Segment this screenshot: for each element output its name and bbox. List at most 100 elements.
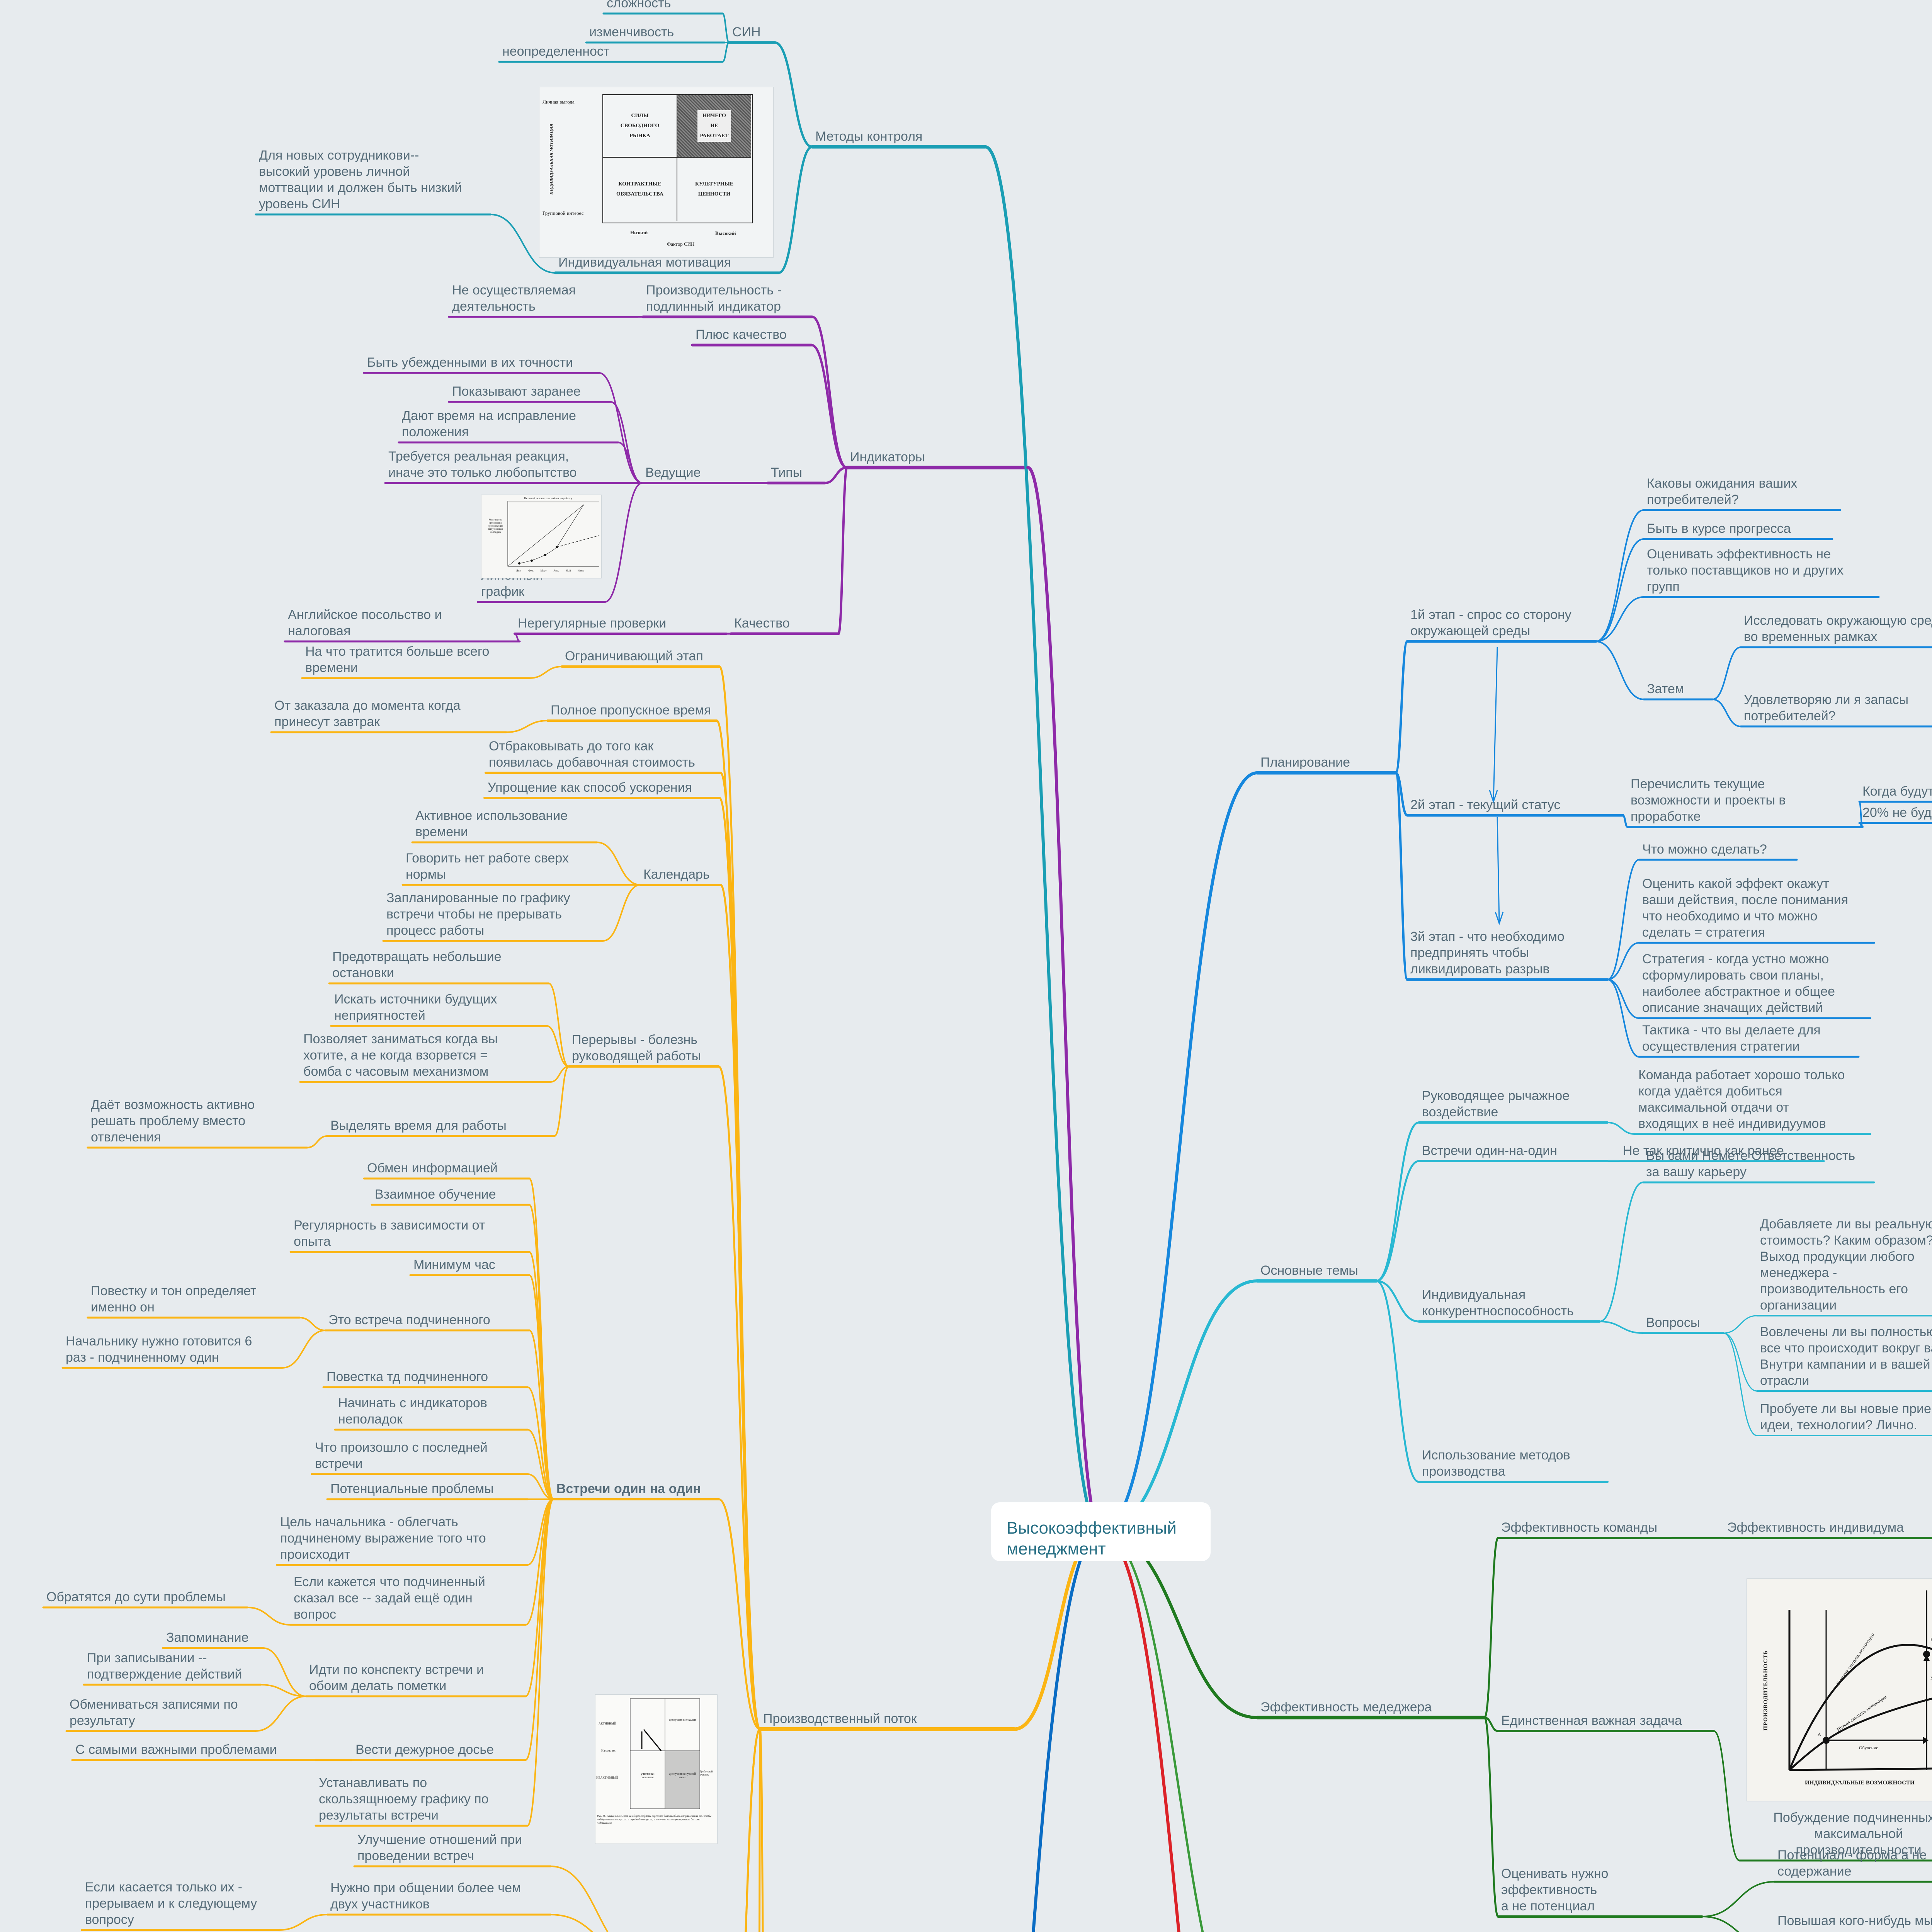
topic-oo12[interactable]: Идти по конспекту встречи и обоим делать…	[309, 1662, 484, 1693]
topic-then2[interactable]: Удовлетворяю ли я запасы потребителей?	[1744, 692, 1909, 723]
topic-cal2[interactable]: Говорить нет работе сверх нормы	[406, 851, 569, 882]
topic-oo13a[interactable]: С самыми важными проблемами	[75, 1742, 277, 1757]
topic-oo12b[interactable]: При записывании -- подтверждение действи…	[87, 1651, 242, 1682]
topic-per2[interactable]: Искать источники будущих неприятностей	[334, 992, 497, 1023]
topic-cal3[interactable]: Запланированные по графику встречи чтобы…	[386, 891, 570, 938]
topic-oo11[interactable]: Если кажется что подчиненный сказал все …	[294, 1575, 485, 1622]
topic-plan[interactable]: Планирование	[1260, 755, 1350, 770]
topic-prod[interactable]: Производительность - подлинный индикатор	[646, 283, 782, 314]
topic-lead4[interactable]: Требуется реальная реакция, иначе это то…	[388, 449, 577, 480]
topic-st1[interactable]: 1й этап - спрос со сторону окружающей ср…	[1410, 607, 1571, 638]
root-topic[interactable]: Высокоэффективный менеджмент	[991, 1502, 1211, 1561]
topic-qual[interactable]: Качество	[734, 616, 790, 631]
topic-pp2[interactable]: Полное пропускное время	[551, 703, 711, 718]
topic-cal[interactable]: Календарь	[643, 867, 710, 882]
topic-types[interactable]: Типы	[771, 465, 803, 480]
topic-plus[interactable]: Плюс качество	[696, 327, 787, 342]
topic-ind[interactable]: Индикаторы	[850, 450, 925, 464]
topic-oo2[interactable]: Взаимное обучение	[375, 1187, 496, 1202]
topic-oo8[interactable]: Что произошло с последней встречи	[315, 1440, 488, 1471]
topic-st1b[interactable]: Быть в курсе прогресса	[1647, 521, 1791, 536]
topic-cal1[interactable]: Активное использование времени	[415, 808, 568, 839]
topic-oo9[interactable]: Потенциальные проблемы	[330, 1481, 494, 1496]
topic-oo5[interactable]: Это встреча подчиненного	[328, 1313, 490, 1327]
topic-im1[interactable]: Для новых сотрудникови-- высокий уровень…	[259, 148, 462, 211]
topic-st3d[interactable]: Тактика - что вы делаете для осуществлен…	[1642, 1023, 1821, 1054]
topic-ot2[interactable]: Встречи один-на-один	[1422, 1143, 1557, 1158]
topic-ot3q2[interactable]: Вовлечены ли вы полностью во все что про…	[1760, 1325, 1932, 1388]
topic-prod1[interactable]: Не осуществляемая деятельность	[452, 283, 576, 314]
topic-qual1[interactable]: Нерегулярные проверки	[518, 616, 667, 631]
topic-em3a[interactable]: Потенциал - форма а не содержание	[1777, 1848, 1927, 1879]
topic-st3c[interactable]: Стратегия - когда устно можно сформулиро…	[1642, 952, 1835, 1015]
topic-oo11a[interactable]: Обратятся до сути проблемы	[46, 1590, 226, 1604]
topic-per3[interactable]: Позволяет заниматься когда вы хотите, а …	[303, 1032, 498, 1079]
topic-st3[interactable]: 3й этап - что необходимо предпринять что…	[1410, 929, 1565, 976]
topic-oo4[interactable]: Минимум час	[413, 1257, 495, 1272]
topic-then[interactable]: Затем	[1647, 682, 1684, 696]
point-b-label: Б	[1930, 1637, 1932, 1643]
topic-oo6[interactable]: Повестка тд подчиненного	[327, 1369, 488, 1384]
topic-oo12c[interactable]: Обмениваться записями по результату	[70, 1697, 238, 1728]
topic-per1[interactable]: Предотвращать небольшие остановки	[332, 949, 502, 980]
topic-oo14[interactable]: Устанавливать по скользящнюему графику п…	[319, 1776, 489, 1823]
topic-oo13[interactable]: Вести дежурное досье	[355, 1742, 494, 1757]
topic-gm2[interactable]: Нужно при общении более чем двух участни…	[330, 1881, 521, 1912]
topic-em3b[interactable]: Повышая кого-нибудь мы создаём пример в …	[1777, 1913, 1932, 1932]
topic-per[interactable]: Перерывы - болезнь руководящей работы	[572, 1032, 701, 1063]
topic-em2[interactable]: Единственная важная задача	[1501, 1713, 1682, 1728]
topic-st1a[interactable]: Каковы ожидания ваших потребителей?	[1647, 476, 1798, 507]
topic-ot3q[interactable]: Вопросы	[1646, 1315, 1700, 1330]
topic-ot3q3[interactable]: Пробуете ли вы новые приемы, идеи, техно…	[1760, 1401, 1932, 1432]
topic-oo5b[interactable]: Начальнику нужно готовится 6 раз - подчи…	[66, 1334, 252, 1365]
topic-lead[interactable]: Ведущие	[645, 465, 701, 480]
topic-ot2a[interactable]: Не так критично как ранее	[1623, 1143, 1784, 1158]
topic-ot1[interactable]: Руководящее рычажное воздействие	[1422, 1088, 1570, 1119]
topic-pp[interactable]: Производственный поток	[763, 1711, 917, 1726]
topic-st2a[interactable]: Перечислить текущие возможности и проект…	[1631, 777, 1786, 824]
topic-mk[interactable]: Методы контроля	[815, 129, 923, 144]
topic-em3[interactable]: Оценивать нужно эффективность а не потен…	[1501, 1866, 1609, 1913]
topic-gm1[interactable]: Улучшение отношений при проведении встре…	[357, 1832, 522, 1863]
topic-oo10[interactable]: Цель начальника - облегчать подчиненому …	[280, 1515, 486, 1562]
topic-oo5a[interactable]: Повестку и тон определяет именно он	[91, 1284, 257, 1315]
topic-ot4[interactable]: Использование методов производства	[1422, 1448, 1570, 1479]
topic-em1[interactable]: Эффективность команды	[1501, 1520, 1658, 1535]
topic-oo1[interactable]: Обмен информацией	[367, 1161, 498, 1175]
topic-per4[interactable]: Выделять время для работы	[330, 1118, 507, 1133]
topic-qual2[interactable]: Английское посольство и налоговая	[288, 607, 442, 638]
topic-em2a[interactable]: Побуждение подчиненных к максимальной пр…	[1773, 1810, 1932, 1857]
topic-pp4[interactable]: Упрощение как способ ускорения	[488, 780, 692, 795]
topic-st2a2[interactable]: 20% не будут завершены	[1862, 805, 1932, 820]
topic-lead2[interactable]: Показывают заранее	[452, 384, 581, 399]
topic-pp3[interactable]: Отбраковывать до того как появилась доба…	[489, 739, 695, 770]
topic-ot[interactable]: Основные темы	[1260, 1263, 1358, 1278]
topic-pp1a[interactable]: На что тратится больше всего времени	[305, 644, 490, 675]
topic-then1[interactable]: Исследовать окружающую среду во временны…	[1744, 613, 1932, 644]
topic-lead3[interactable]: Дают время на исправление положения	[402, 408, 576, 439]
topic-gm2a[interactable]: Если касается только их - прерываем и к …	[85, 1880, 257, 1927]
topic-sin2[interactable]: изменчивость	[589, 25, 674, 39]
topic-st3a[interactable]: Что можно сделать?	[1642, 842, 1767, 857]
topic-em1a[interactable]: Эффективность индивидума	[1727, 1520, 1904, 1535]
topic-sin1[interactable]: сложность	[607, 0, 671, 10]
topic-pp2a[interactable]: От заказала до момента когда принесут за…	[274, 698, 461, 729]
topic-ot3[interactable]: Индивидуальная конкурентноспособность	[1422, 1287, 1574, 1318]
topic-em[interactable]: Эффективность медеджера	[1260, 1700, 1432, 1714]
topic-sin[interactable]: СИН	[732, 25, 761, 39]
topic-oo12a[interactable]: Запоминание	[166, 1630, 249, 1645]
topic-st2[interactable]: 2й этап - текущий статус	[1410, 798, 1561, 812]
topic-sin3[interactable]: неопределенност	[502, 44, 610, 59]
topic-pp1[interactable]: Ограничивающий этап	[565, 649, 703, 663]
topic-lead1[interactable]: Быть убежденными в их точности	[367, 355, 573, 370]
topic-ot3a[interactable]: Вы сами Немете Ответственность за вашу к…	[1646, 1148, 1855, 1179]
topic-oo3[interactable]: Регулярность в зависимости от опыта	[294, 1218, 485, 1249]
topic-per4a[interactable]: Даёт возможность активно решать проблему…	[91, 1097, 255, 1145]
topic-st1c[interactable]: Оценивать эффективность не только постав…	[1647, 547, 1844, 594]
topic-ot3q1[interactable]: Добавляете ли вы реальную стоимость? Как…	[1760, 1217, 1932, 1313]
topic-st3b[interactable]: Оценить какой эффект окажут ваши действи…	[1642, 876, 1849, 940]
topic-ot1a[interactable]: Команда работает хорошо только когда уда…	[1638, 1068, 1845, 1131]
topic-oo7[interactable]: Начинать с индикаторов неполадок	[338, 1396, 487, 1427]
topic-st2a1[interactable]: Когда будут завершены?	[1862, 784, 1932, 799]
topic-oo[interactable]: Встречи один на один	[556, 1481, 701, 1496]
